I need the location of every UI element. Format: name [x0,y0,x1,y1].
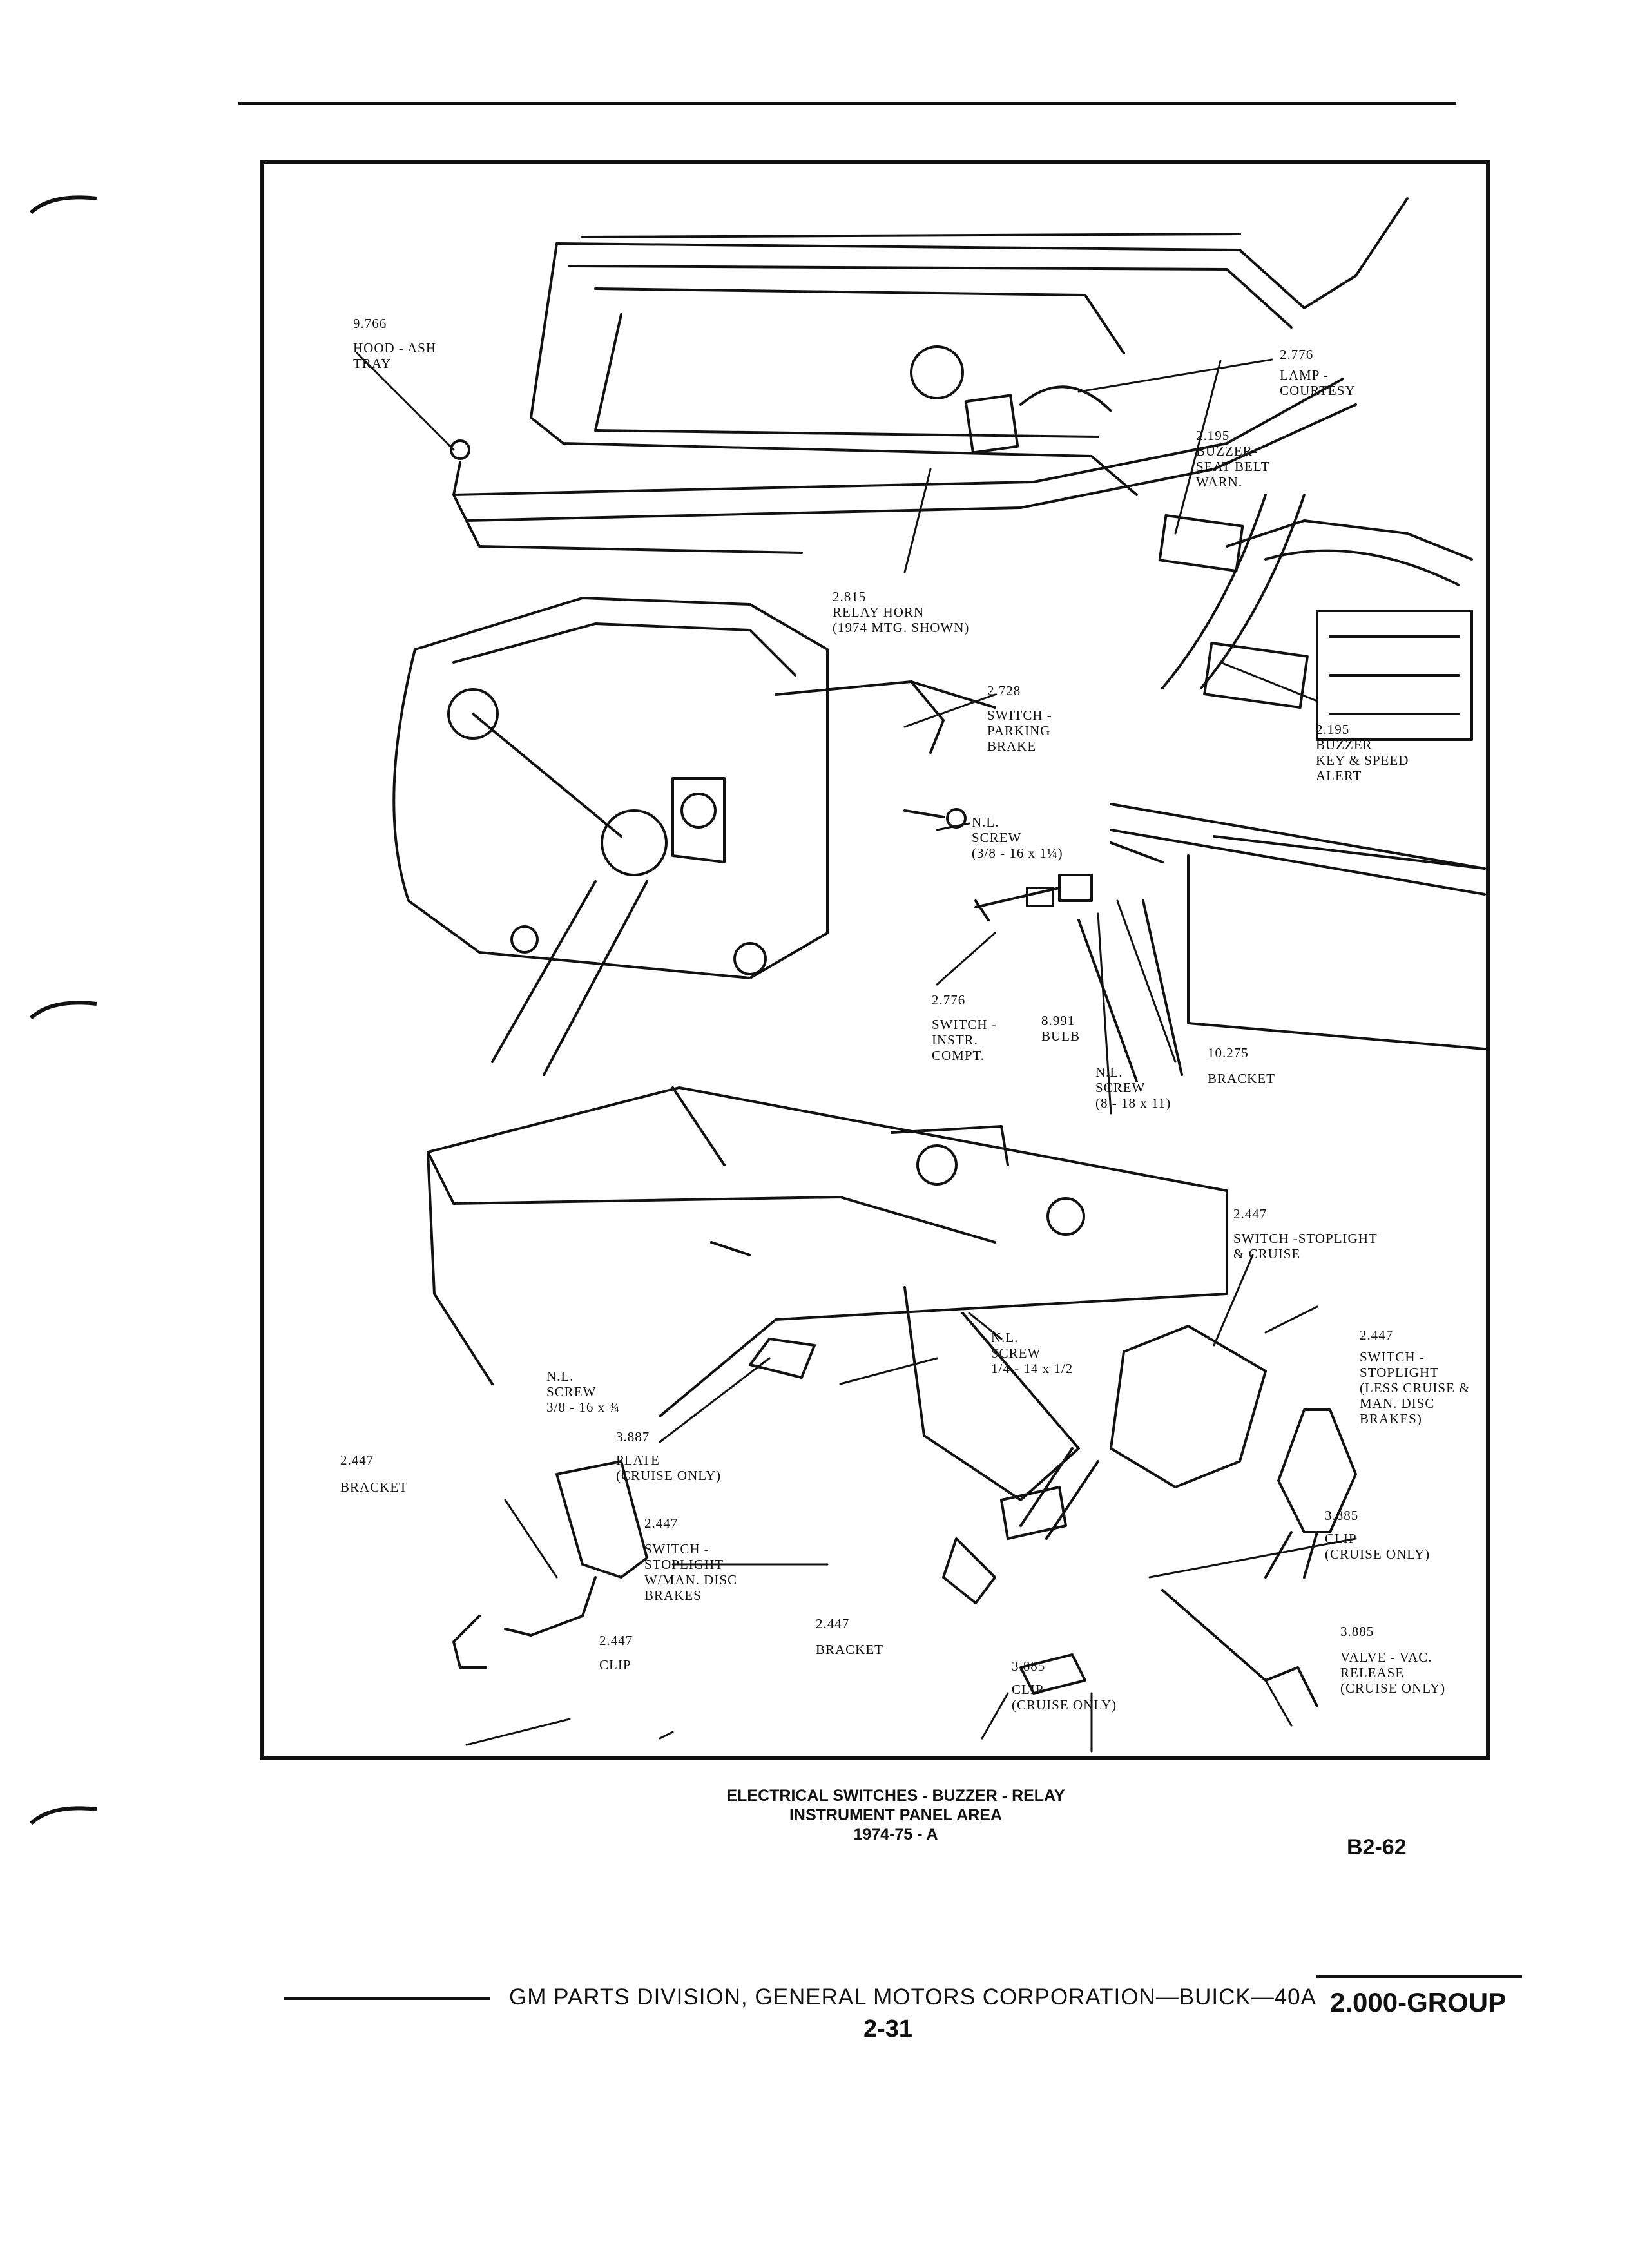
footer-page-number: 2-31 [863,2015,913,2042]
footer-group: 2.000-GROUP [1330,1987,1507,2017]
stoplight-switch-drawing [452,1325,1357,1707]
caption-line-3: 1974-75 - A [853,1825,938,1843]
brake-support-drawing [427,1086,1228,1501]
caption-line-2: INSTRUMENT PANEL AREA [789,1806,1003,1824]
callout-screw-three-eighths: N.L.SCREW 3/8 - 16 x ¾ [546,1369,621,1415]
figure-caption: ELECTRICAL SWITCHES - BUZZER - RELAY INS… [644,1786,1147,1844]
footer-rule-left [284,1997,490,2000]
diagram-frame [260,160,1490,1760]
caption-line-1: ELECTRICAL SWITCHES - BUZZER - RELAY [726,1787,1065,1805]
parking-brake-drawing [392,597,996,1076]
footer-rule-right [1316,1975,1522,1978]
leader-lines [356,352,1357,1753]
buzzer-block-drawing [1158,514,1473,741]
instrument-panel-drawing [450,197,1409,689]
callout-screw-quarter: N.L.SCREW 1/4 - 14 x 1/2 [991,1330,1074,1376]
binder-mark [29,195,97,215]
page-code: B2-62 [1347,1835,1407,1860]
instr-compt-switch-drawing [974,803,1486,1082]
binder-mark [29,1806,97,1825]
callout-screw-bracket: N.L.SCREW (8 - 18 x 11) [1095,1064,1171,1111]
callout-screw-parking: N.L.SCREW (3/8 - 16 x 1¼) [972,814,1063,861]
binder-mark [29,1001,97,1020]
footer-division: GM PARTS DIVISION, GENERAL MOTORS CORPOR… [509,1984,1316,2010]
exploded-view-diagram [356,197,1486,1753]
top-rule [238,102,1456,105]
